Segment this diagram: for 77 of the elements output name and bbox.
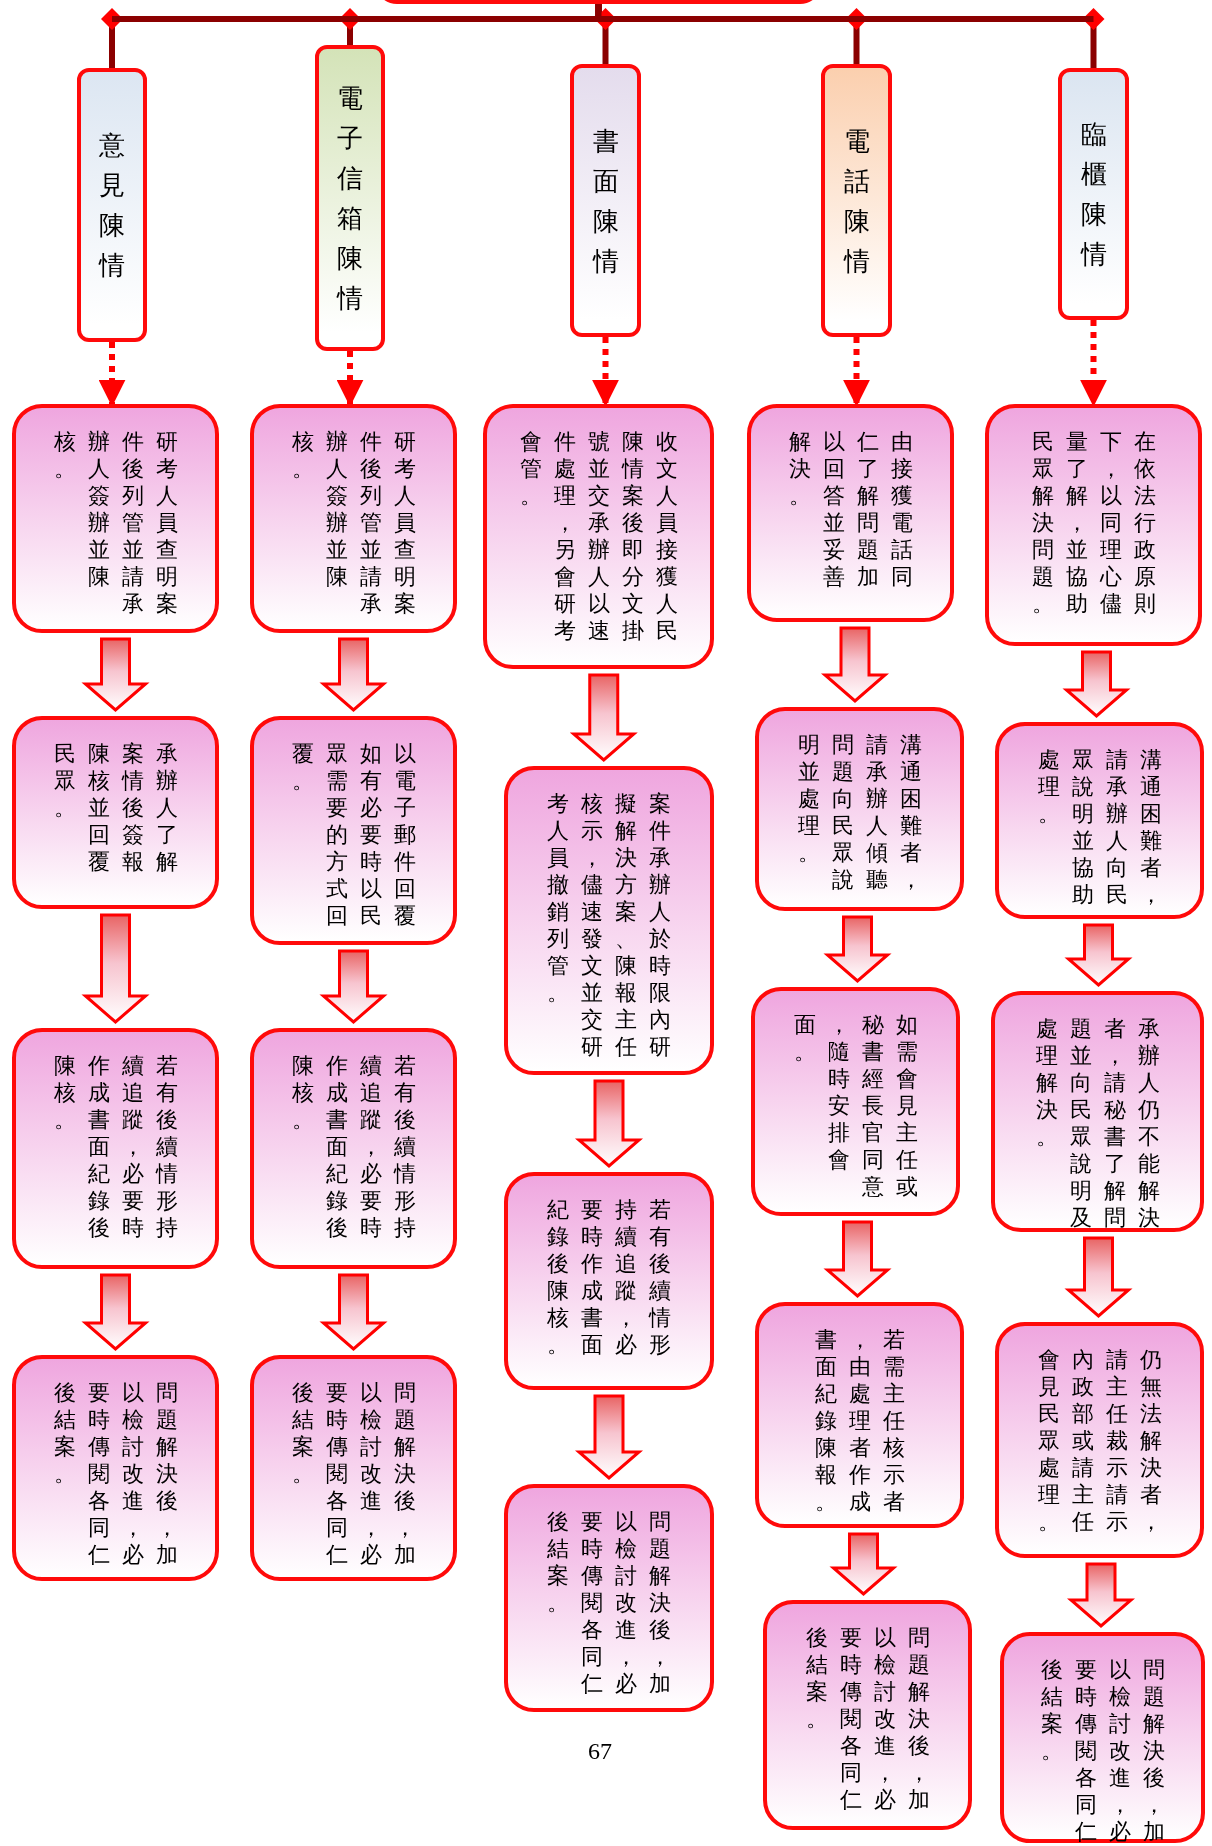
- process-box: [747, 404, 954, 622]
- step-text: 若有後續情形持續追蹤，必要時作成書面紀錄後陳核。: [53, 1052, 178, 1241]
- block-arrow: [319, 949, 388, 1024]
- step-text: 若有後續情形持續追蹤，必要時作成書面紀錄後陳核。: [547, 1196, 671, 1358]
- process-box: [755, 707, 964, 911]
- process-box: [991, 991, 1204, 1232]
- category-box: [315, 45, 385, 351]
- dotted-arrow: [592, 337, 619, 407]
- process-box: [250, 716, 457, 945]
- process-box: [250, 1028, 457, 1269]
- process-box: [1000, 1632, 1205, 1843]
- dotted-arrow: [1080, 320, 1107, 407]
- step-text: 溝通困難者，請承辦人向民眾說明並協助處理。: [1037, 746, 1162, 908]
- process-box: [504, 1172, 714, 1390]
- step-text: 在依法行政原則下，以同理心儘量了解，並協助民眾解決問題。: [1031, 428, 1156, 617]
- block-arrow: [81, 637, 150, 712]
- process-box: [250, 404, 457, 633]
- block-arrow: [569, 673, 638, 762]
- category-box: [1058, 68, 1129, 320]
- block-arrow: [81, 913, 150, 1024]
- category-box: [821, 64, 892, 337]
- block-arrow: [574, 1394, 644, 1480]
- step-text: 問題解決後，加以檢討改進，必要時傳閱各同仁後結案。: [547, 1508, 671, 1697]
- step-text: 如需會見主任或秘書經長官同意，隨時安排會面。: [793, 1011, 918, 1200]
- category-label: 書面陳情: [592, 124, 619, 278]
- block-arrow: [81, 1273, 150, 1351]
- category-box: [77, 68, 147, 342]
- category-label: 臨櫃陳情: [1080, 118, 1107, 271]
- process-box: [995, 722, 1204, 919]
- process-box: [12, 716, 219, 909]
- category-label: 電話陳情: [843, 124, 870, 278]
- step-text: 溝通困難者，請承辦人傾聽問題向民眾說明並處理。: [797, 731, 922, 893]
- block-arrow: [319, 637, 388, 712]
- step-text: 案件承辦人於時限內研擬解決方案、陳報主任核示，儘速發文並交研考人員撤銷列管。: [547, 790, 671, 1060]
- step-text: 承辦人仍不能解決者，請秘書了解問題並向民眾說明及處理解決。: [1035, 1015, 1160, 1231]
- block-arrow: [823, 1220, 892, 1298]
- process-box: [504, 766, 714, 1075]
- block-arrow: [829, 1532, 898, 1596]
- dotted-arrow: [98, 342, 126, 407]
- block-arrow: [1066, 1562, 1136, 1628]
- process-box: [504, 1484, 714, 1712]
- dotted-arrow: [336, 351, 364, 407]
- process-box: [250, 1355, 457, 1581]
- step-text: 以電子郵件回覆如有必要時以民眾需要的方式回覆。: [291, 740, 416, 929]
- block-arrow: [574, 1079, 644, 1168]
- step-text: 若有後續情形持續追蹤，必要時作成書面紀錄後陳核。: [291, 1052, 416, 1241]
- category-label: 電子信箱陳情: [337, 82, 363, 315]
- process-box: [12, 1028, 219, 1269]
- block-arrow: [1064, 923, 1133, 987]
- process-box: [12, 404, 219, 633]
- process-box: [755, 1302, 964, 1528]
- process-box: [763, 1600, 972, 1830]
- category-box: [570, 64, 641, 337]
- step-text: 仍無法解決者，請主任裁示請示內政部或請主任會見民眾處理。: [1037, 1346, 1162, 1535]
- step-text: 問題解決後，加以檢討改進，必要時傳閱各同仁後結案。: [291, 1379, 416, 1568]
- block-arrow: [823, 915, 892, 983]
- process-box: [985, 404, 1202, 646]
- step-text: 若需主任核示者，由處理者作成書面紀錄陳報。: [814, 1326, 905, 1515]
- block-arrow: [319, 1273, 388, 1351]
- step-text: 承辦人了解案情後簽報陳核並回覆民眾。: [53, 740, 178, 875]
- block-arrow: [1064, 1236, 1133, 1318]
- step-text: 由接獲電話同仁了解問題加以回答並妥善解決。: [788, 428, 913, 590]
- process-box: [751, 987, 960, 1216]
- step-text: 研考人員查明案件後列管並請承辦人簽辦並陳核。: [53, 428, 178, 617]
- process-box: [12, 1355, 219, 1581]
- block-arrow: [820, 626, 890, 703]
- page-number: 67: [588, 1738, 612, 1765]
- step-text: 問題解決後，加以檢討改進，必要時傳閱各同仁後結案。: [805, 1624, 930, 1813]
- block-arrow: [1062, 650, 1131, 718]
- dotted-arrow: [843, 337, 870, 407]
- process-box: [483, 404, 714, 669]
- step-text: 收文人員接獲人民陳情案後即分文掛號並交承辦人以速件處理，另會研考會管。: [519, 428, 678, 644]
- step-text: 問題解決後，加以檢討改進，必要時傳閱各同仁後結案。: [1040, 1656, 1165, 1845]
- process-box: [995, 1322, 1204, 1558]
- category-label: 意見陳情: [99, 129, 125, 282]
- step-text: 研考人員查明案件後列管並請承辦人簽辦並陳核。: [291, 428, 416, 617]
- step-text: 問題解決後，加以檢討改進，必要時傳閱各同仁後結案。: [53, 1379, 178, 1568]
